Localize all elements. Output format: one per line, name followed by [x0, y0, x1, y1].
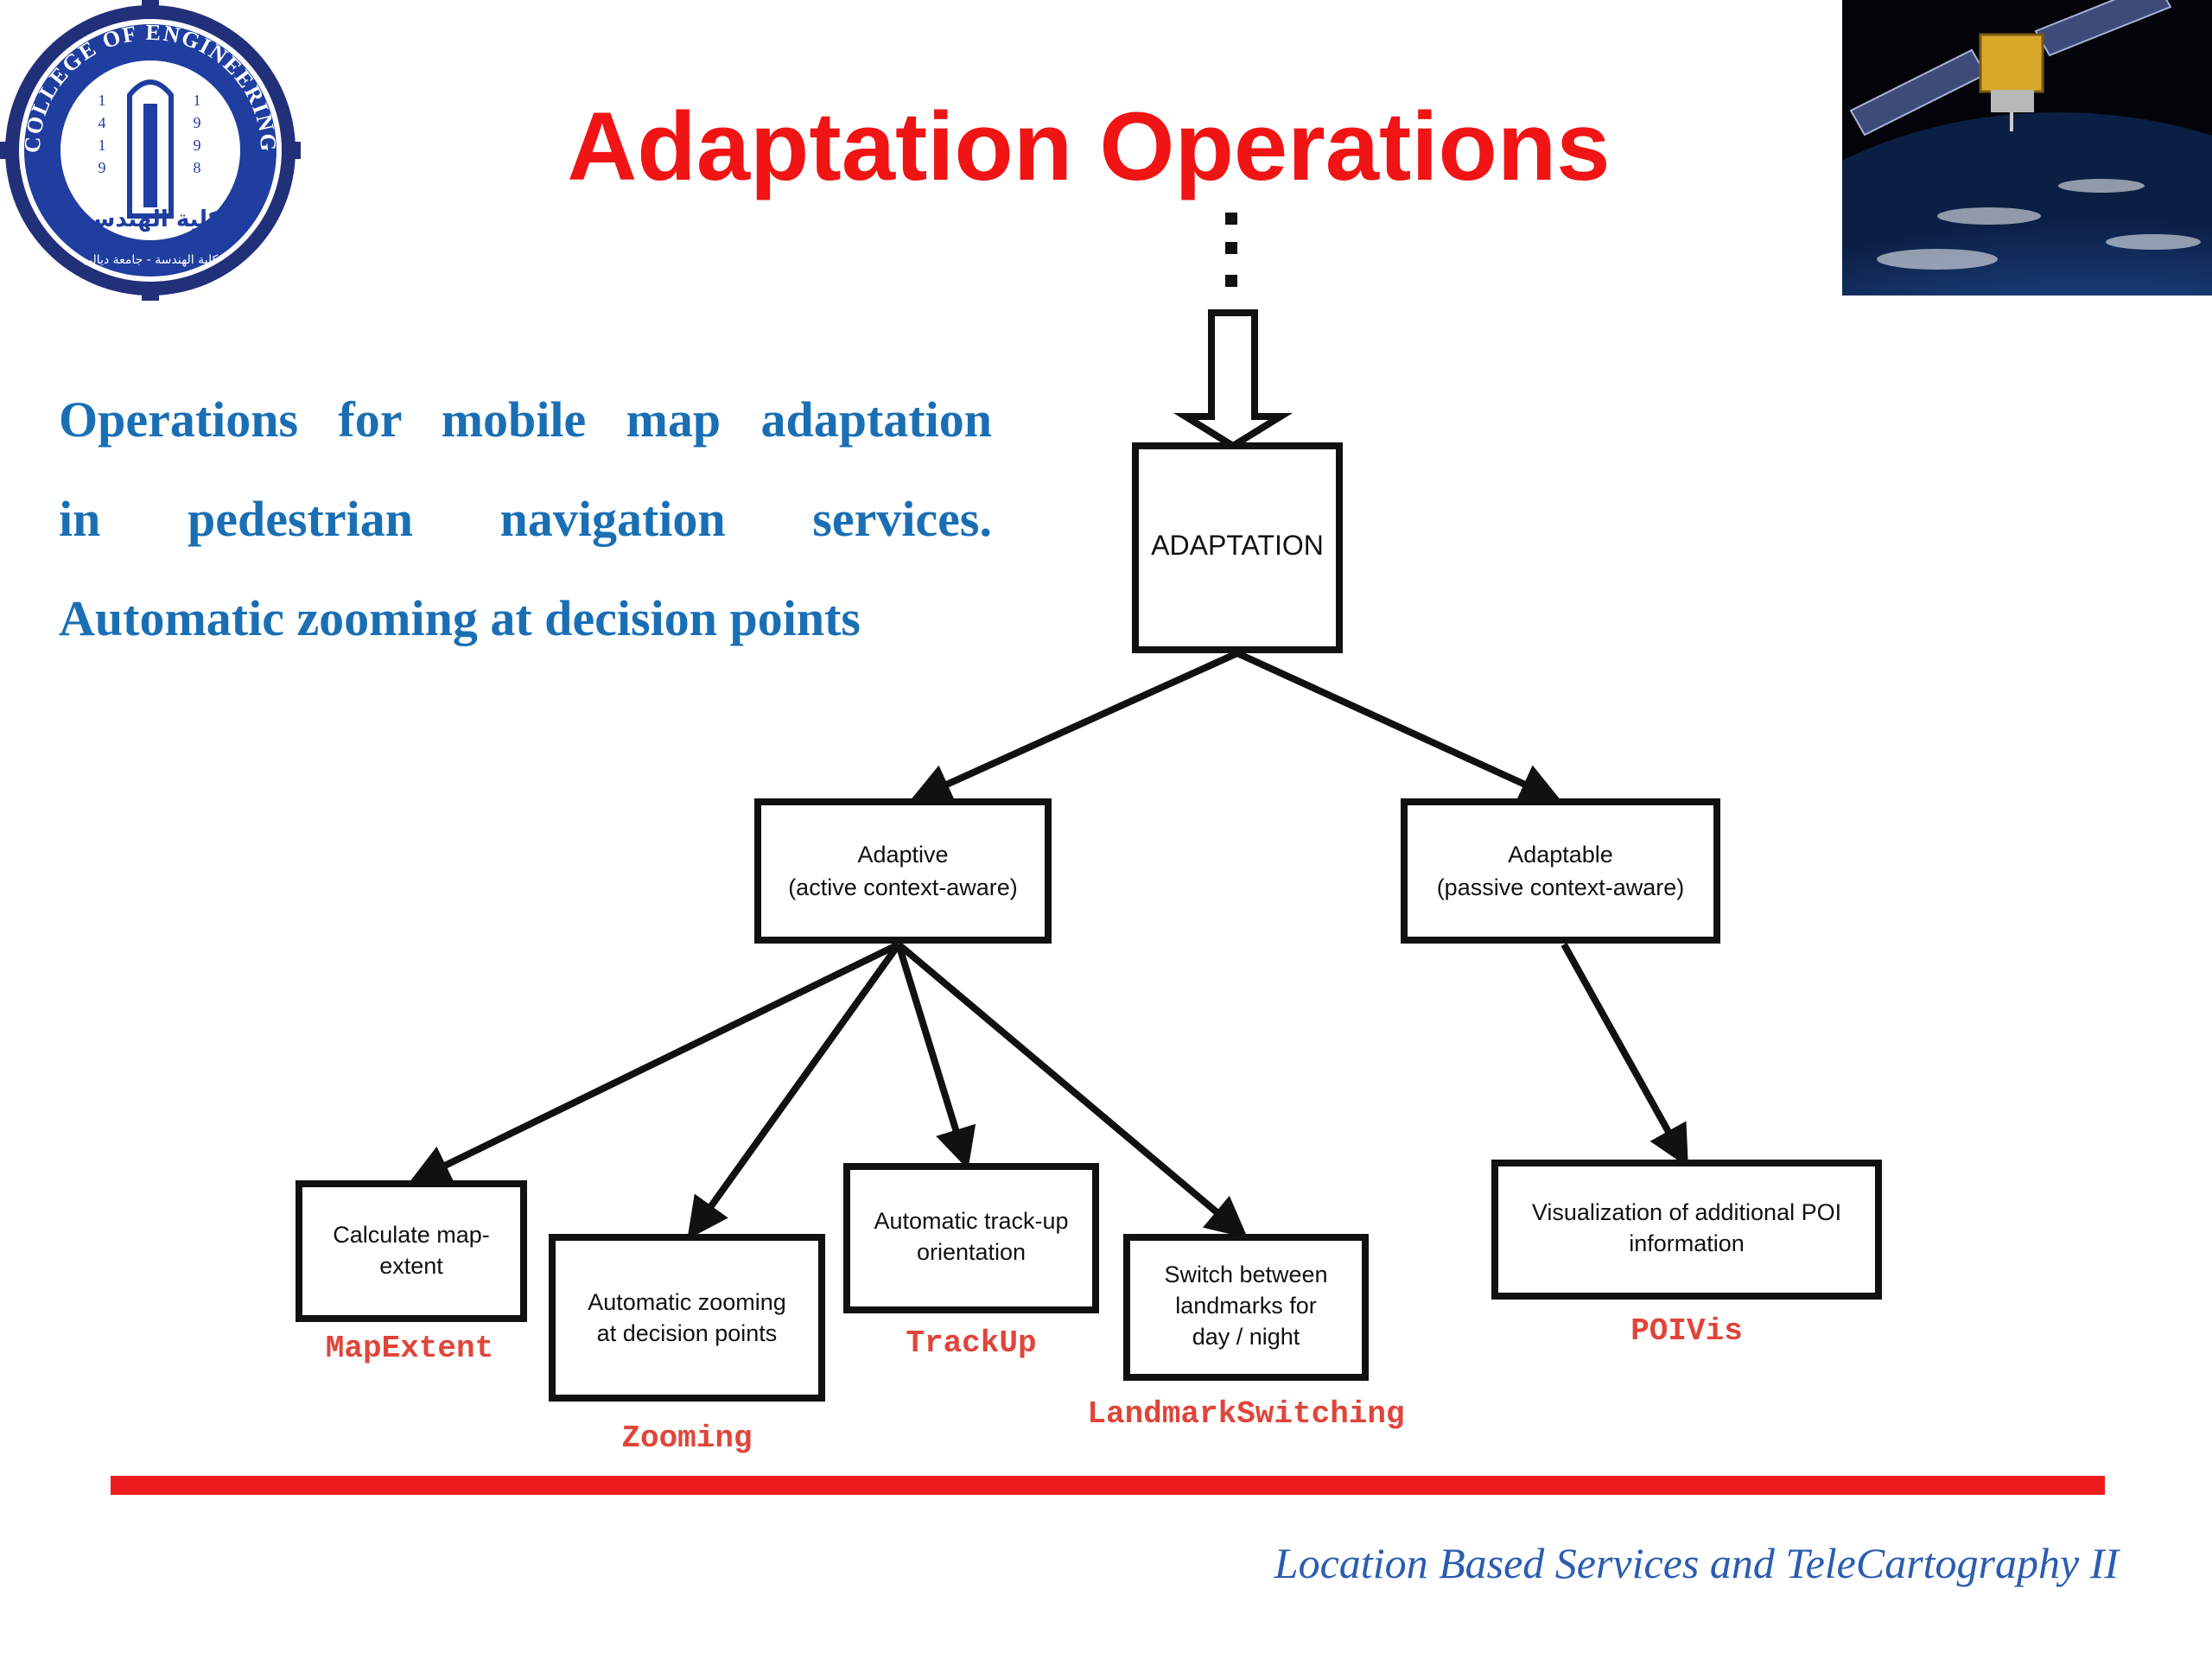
svg-text:day / night: day / night: [1192, 1324, 1300, 1350]
logo-year-left: 1 4 1 9: [99, 92, 106, 176]
node-automatic-zooming: Automatic zooming at decision points: [549, 1234, 825, 1402]
description-line-3: Automatic zooming at decision points: [59, 590, 861, 646]
svg-text:orientation: orientation: [917, 1239, 1026, 1265]
code-label-zooming: Zooming: [621, 1421, 752, 1456]
logo-tower-icon: [127, 79, 174, 219]
svg-text:(passive context-aware): (passive context-aware): [1437, 874, 1685, 900]
svg-text:Automatic zooming: Automatic zooming: [588, 1289, 786, 1315]
college-of-engineering-logo: COLLEGE OF ENGINEERING 1 4 1 9 1 9 9 8 ك…: [0, 0, 301, 301]
svg-text:ADAPTATION: ADAPTATION: [1151, 530, 1324, 561]
description-text: Operations for mobile map adaptation in …: [59, 377, 992, 675]
svg-text:(active context-aware): (active context-aware): [788, 874, 1018, 900]
logo-bottom-text: كلية الهندسة - جامعة ديالى: [83, 253, 219, 267]
code-label-mapextent: MapExtent: [326, 1331, 493, 1366]
svg-text:Automatic track-up: Automatic track-up: [874, 1208, 1068, 1234]
node-calculate-map-extent: Calculate map- extent: [296, 1180, 527, 1322]
svg-text:Calculate map-: Calculate map-: [333, 1222, 490, 1248]
node-adaptation: ADAPTATION: [1132, 442, 1343, 653]
code-label-poivis: POIVis: [1630, 1313, 1743, 1349]
node-switch-landmarks: Switch between landmarks for day / night: [1123, 1234, 1369, 1381]
description-line-1: Operations for mobile map adaptation: [59, 391, 992, 448]
satellite-icon: [1849, 0, 2172, 137]
svg-text:1: 1: [99, 92, 106, 109]
page-title: Adaptation Operations: [567, 92, 1611, 200]
logo-year-right: 1 9 9 8: [194, 92, 201, 176]
svg-text:at decision points: at decision points: [597, 1320, 778, 1346]
continuation-dots: [1225, 213, 1237, 287]
logo-arabic-text: كلية الهندسة: [79, 207, 222, 232]
svg-text:9: 9: [99, 159, 106, 176]
svg-text:Adaptive: Adaptive: [857, 842, 948, 868]
svg-text:9: 9: [194, 114, 201, 131]
edge-adaptive-zooming: [687, 942, 902, 1240]
svg-text:9: 9: [194, 137, 201, 154]
node-automatic-track-up: Automatic track-up orientation: [843, 1163, 1099, 1313]
svg-text:8: 8: [194, 159, 201, 176]
code-label-trackup: TrackUp: [906, 1325, 1036, 1361]
satellite-earth-image: [1842, 0, 2212, 296]
svg-text:4: 4: [99, 114, 106, 131]
code-label-landmarkswitching: LandmarkSwitching: [1087, 1396, 1404, 1432]
edge-root-adaptable: [1236, 650, 1562, 804]
node-visualization-poi: Visualization of additional POI informat…: [1491, 1160, 1882, 1300]
node-adaptable: Adaptable (passive context-aware): [1401, 798, 1720, 944]
svg-text:1: 1: [99, 137, 106, 154]
edge-adaptive-landmark: [896, 941, 1249, 1239]
svg-text:Switch between: Switch between: [1164, 1262, 1327, 1287]
svg-text:information: information: [1629, 1230, 1745, 1256]
footer-divider: [111, 1476, 2105, 1495]
description-line-2: in pedestrian navigation services.: [59, 491, 992, 547]
footer-course-title: Location Based Services and TeleCartogra…: [1274, 1539, 2119, 1587]
svg-text:extent: extent: [379, 1253, 443, 1279]
node-adaptive: Adaptive (active context-aware): [754, 798, 1052, 944]
edge-adaptive-trackup: [895, 943, 976, 1170]
svg-text:Visualization of additional PO: Visualization of additional POI: [1532, 1199, 1841, 1225]
edge-root-adaptive: [909, 650, 1239, 804]
svg-text:Adaptable: Adaptable: [1508, 842, 1613, 868]
edge-adaptable-poivis: [1560, 943, 1688, 1167]
svg-text:landmarks for: landmarks for: [1175, 1293, 1317, 1319]
svg-text:1: 1: [194, 92, 201, 109]
edge-adaptive-mapextent: [408, 941, 900, 1185]
block-arrow-icon: [1173, 309, 1294, 450]
